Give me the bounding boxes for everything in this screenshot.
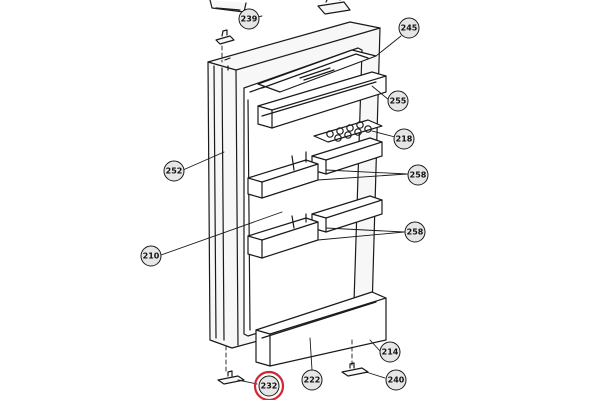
callout-255: 255 — [387, 90, 409, 112]
highlight-ring — [253, 370, 285, 400]
callout-258-lower: 258 — [404, 221, 426, 243]
top-cap-part — [317, 0, 351, 15]
leader-lines — [160, 15, 408, 385]
callout-258-upper: 258 — [407, 164, 429, 186]
callout-210: 210 — [140, 245, 162, 267]
left-door-shelf-upper — [247, 151, 319, 199]
top-hinge-pin — [215, 29, 235, 45]
callout-label: 240 — [388, 376, 405, 385]
bottom-bottle-shelf — [255, 291, 387, 367]
callout-252: 252 — [163, 160, 185, 182]
bottom-bracket — [341, 362, 369, 377]
alignment-lines — [221, 45, 353, 375]
callout-label: 255 — [390, 97, 407, 106]
callout-232: 232 — [253, 370, 285, 400]
callout-label: 222 — [304, 376, 321, 385]
top-hinge-part — [209, 0, 247, 13]
callout-240: 240 — [385, 369, 407, 391]
callout-218: 218 — [393, 128, 415, 150]
callout-label: 258 — [410, 171, 427, 180]
callout-label: 258 — [407, 228, 424, 237]
callout-label: 245 — [401, 24, 418, 33]
callout-label: 232 — [261, 382, 278, 391]
egg-tray — [313, 119, 383, 143]
callout-label: 214 — [382, 348, 399, 357]
top-door-shelf — [257, 71, 387, 129]
callout-label: 239 — [241, 15, 258, 24]
bottom-hinge — [217, 370, 245, 385]
callout-245: 245 — [398, 17, 420, 39]
callout-label: 210 — [143, 252, 160, 261]
callout-label: 218 — [396, 135, 413, 144]
callout-239: 239 — [238, 8, 260, 30]
callout-214: 214 — [379, 341, 401, 363]
callout-label: 252 — [166, 167, 183, 176]
callout-222: 222 — [301, 369, 323, 391]
